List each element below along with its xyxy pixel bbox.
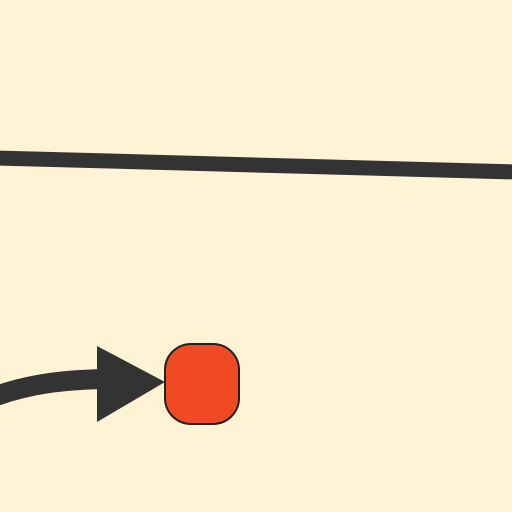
upper-connector-line[interactable] bbox=[0, 150, 512, 180]
diagram-node[interactable] bbox=[164, 343, 240, 425]
arrowhead-icon bbox=[97, 346, 165, 422]
curved-arrow-shaft[interactable] bbox=[0, 369, 105, 406]
